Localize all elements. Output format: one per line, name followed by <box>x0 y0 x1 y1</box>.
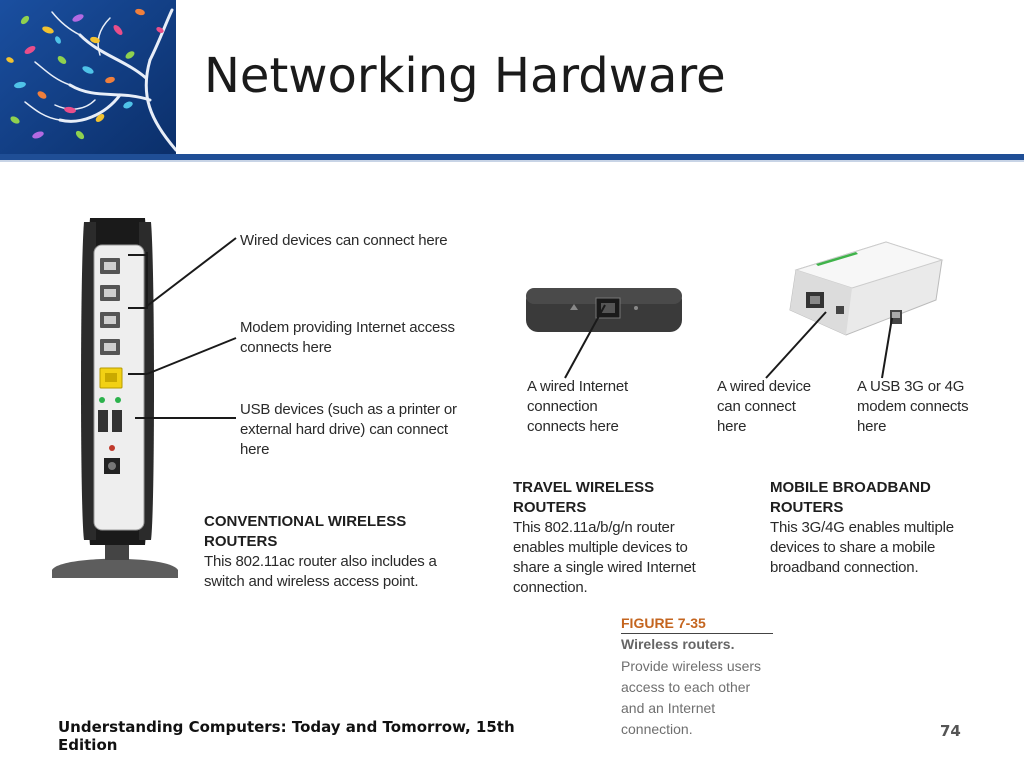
tree-logo <box>0 0 178 156</box>
figure-label-rule <box>621 633 773 634</box>
travel-heading: TRAVEL WIRELESS ROUTERS <box>513 479 655 516</box>
header-divider-shadow <box>0 160 1024 162</box>
conventional-heading: CONVENTIONAL WIRELESS ROUTERS <box>204 513 407 550</box>
callout-travel-wired: A wired Internet connection connects her… <box>527 378 629 435</box>
travel-router-image <box>526 288 682 332</box>
callout-modem: Modem providing Internet access connects… <box>240 319 455 356</box>
figure-description: Provide wireless users access to each ot… <box>621 658 762 737</box>
slide-title: Networking Hardware <box>204 48 726 104</box>
mobile-heading: MOBILE BROADBAND ROUTERS <box>770 479 931 516</box>
conventional-router-image <box>52 218 178 578</box>
figure-label: FIGURE 7-35 <box>621 615 706 631</box>
mobile-router-image <box>789 241 944 336</box>
header-divider <box>0 154 1024 160</box>
page-number: 74 <box>940 722 961 740</box>
conventional-body: This 802.11ac router also includes a swi… <box>204 553 437 590</box>
conventional-section: CONVENTIONAL WIRELESS ROUTERS This 802.1… <box>204 512 469 592</box>
travel-body: This 802.11a/b/g/n router enables multip… <box>513 519 696 596</box>
callout-wired-devices: Wired devices can connect here <box>240 232 448 249</box>
callout-mobile-usb: A USB 3G or 4G modem connects here <box>857 378 969 435</box>
footer-book-title: Understanding Computers: Today and Tomor… <box>58 718 515 754</box>
mobile-body: This 3G/4G enables multiple devices to s… <box>770 519 954 576</box>
callout-usb: USB devices (such as a printer or extern… <box>240 401 457 458</box>
mobile-section: MOBILE BROADBAND ROUTERS This 3G/4G enab… <box>770 478 965 578</box>
callout-mobile-wired: A wired device can connect here <box>717 378 811 435</box>
travel-section: TRAVEL WIRELESS ROUTERS This 802.11a/b/g… <box>513 478 723 598</box>
figure-title: Wireless routers. <box>621 636 735 652</box>
